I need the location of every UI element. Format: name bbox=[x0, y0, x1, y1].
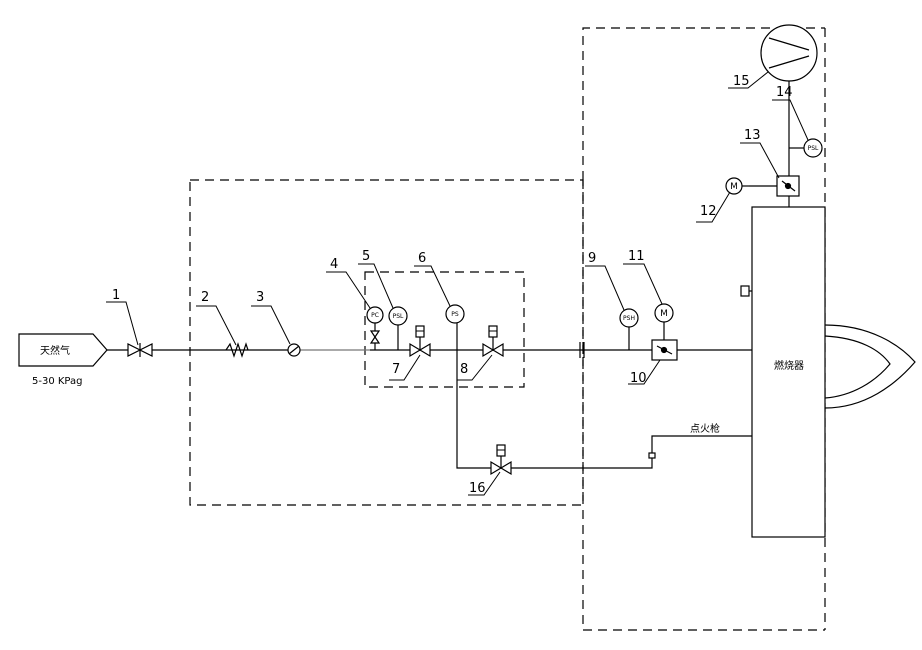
piping bbox=[107, 80, 790, 469]
callouts: 1 2 3 4 5 6 7 8 9 10 11 12 13 14 15 16 bbox=[106, 71, 809, 496]
actuator-motor-11: M bbox=[654, 303, 674, 323]
callout-9: 9 bbox=[588, 251, 596, 266]
pressure-controller-4: PC bbox=[366, 306, 384, 350]
callout-14: 14 bbox=[776, 85, 793, 100]
air-pressure-switch-14: PSL bbox=[789, 138, 823, 158]
psl-tag: PSL bbox=[393, 313, 404, 320]
callout-1: 1 bbox=[112, 288, 120, 303]
callout-16: 16 bbox=[469, 481, 486, 496]
pressure-label: 5-30 KPag bbox=[32, 376, 83, 387]
filter-3 bbox=[287, 343, 301, 357]
sight-glass bbox=[740, 285, 750, 297]
pc-tag: PC bbox=[371, 312, 379, 319]
solenoid-valve-7 bbox=[409, 325, 431, 358]
burner: 燃烧器 bbox=[740, 206, 916, 538]
motor-12-tag: M bbox=[730, 182, 738, 192]
flame bbox=[824, 324, 916, 409]
solenoid-valve-8 bbox=[482, 325, 504, 358]
callout-7: 7 bbox=[392, 362, 400, 377]
psh-tag: PSH bbox=[623, 315, 635, 322]
callout-3: 3 bbox=[256, 290, 264, 305]
igniter: 点火枪 bbox=[648, 422, 720, 459]
callout-6: 6 bbox=[418, 251, 426, 266]
callout-10: 10 bbox=[630, 371, 647, 386]
callout-2: 2 bbox=[201, 290, 209, 305]
high-pressure-switch-9: PSH bbox=[619, 308, 639, 350]
ps-tag: PS bbox=[451, 311, 459, 318]
callout-13: 13 bbox=[744, 128, 761, 143]
psl-14-tag: PSL bbox=[808, 145, 819, 152]
damper-motor-12: M bbox=[725, 177, 749, 195]
callout-4: 4 bbox=[330, 257, 338, 272]
enclosures bbox=[189, 27, 826, 631]
valve-group-boundary bbox=[364, 271, 525, 388]
gas-skid-boundary bbox=[189, 179, 584, 506]
pressure-switch-6: PS bbox=[445, 304, 465, 324]
burner-body bbox=[751, 206, 826, 538]
air-damper-13 bbox=[749, 175, 800, 197]
flex-hose-2 bbox=[225, 342, 249, 358]
manual-valve-1 bbox=[127, 343, 153, 357]
gas-butterfly-valve-10 bbox=[651, 322, 678, 361]
blower-fan-15 bbox=[760, 24, 818, 82]
callout-11: 11 bbox=[628, 249, 645, 264]
callout-15: 15 bbox=[733, 74, 750, 89]
callout-12: 12 bbox=[700, 204, 717, 219]
gas-inlet-arrow bbox=[18, 333, 108, 367]
callout-5: 5 bbox=[362, 249, 370, 264]
motor-11-tag: M bbox=[660, 309, 668, 319]
pilot-solenoid-valve-16 bbox=[490, 444, 512, 476]
igniter-label: 点火枪 bbox=[690, 422, 720, 435]
low-pressure-switch-5: PSL bbox=[388, 306, 408, 350]
burner-label: 燃烧器 bbox=[774, 359, 804, 372]
gas-inlet: 天然气 5-30 KPag bbox=[18, 333, 108, 387]
gas-label: 天然气 bbox=[40, 344, 70, 357]
callout-8: 8 bbox=[460, 362, 468, 377]
